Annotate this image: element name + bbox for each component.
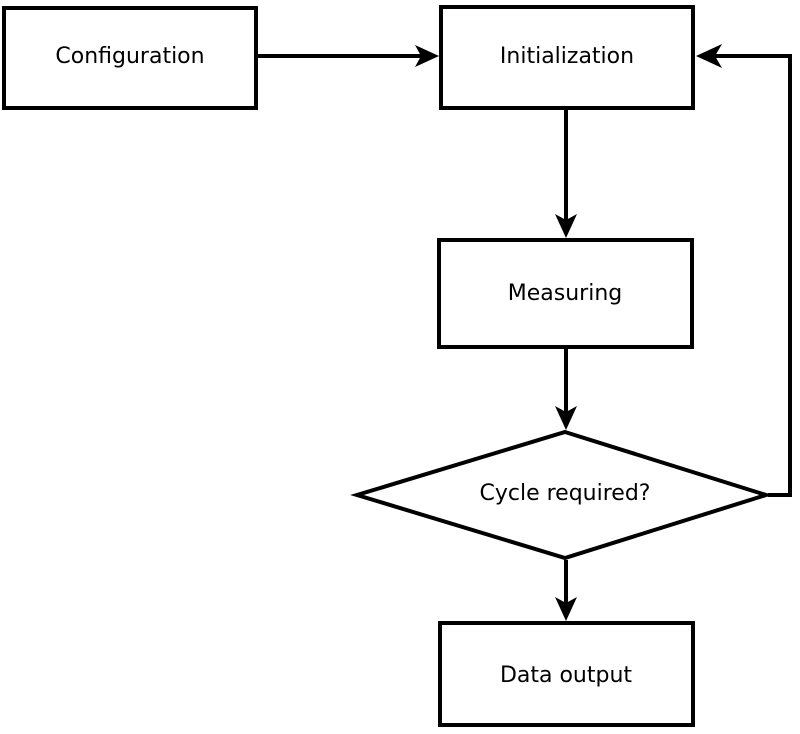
arrow-head-left-icon: [696, 44, 722, 68]
edge-configuration-to-initialization: [258, 45, 439, 67]
arrow-head-down-icon: [555, 214, 577, 238]
arrow-head-right-icon: [415, 45, 439, 67]
node-initialization-label: Initialization: [500, 44, 634, 69]
node-cycle-required-label: Cycle required?: [480, 481, 651, 506]
arrow-head-down-icon: [555, 406, 577, 430]
node-cycle-required-shape[interactable]: [350, 429, 773, 561]
edge-line-cycle-required-to-initialization-feedback: [715, 54, 792, 497]
node-configuration-label: Configuration: [55, 44, 204, 69]
node-initialization-shape[interactable]: [439, 5, 695, 110]
node-configuration-shape[interactable]: [2, 6, 258, 110]
node-measuring-label: Measuring: [508, 281, 622, 306]
edge-initialization-to-measuring: [555, 110, 577, 238]
node-data-output[interactable]: Data output: [438, 621, 695, 727]
edge-cycle-required-to-initialization-feedback: [696, 44, 792, 497]
node-configuration[interactable]: Configuration: [2, 6, 258, 110]
node-cycle-required[interactable]: Cycle required?: [350, 429, 773, 561]
node-initialization[interactable]: Initialization: [439, 5, 695, 110]
node-measuring[interactable]: Measuring: [437, 238, 694, 349]
arrow-head-down-icon: [555, 597, 577, 621]
edge-measuring-to-cycle-required: [555, 349, 577, 430]
edge-cycle-required-to-data-output: [555, 560, 577, 621]
node-data-output-shape[interactable]: [438, 621, 695, 727]
node-measuring-shape[interactable]: [437, 238, 694, 349]
node-data-output-label: Data output: [500, 663, 632, 688]
